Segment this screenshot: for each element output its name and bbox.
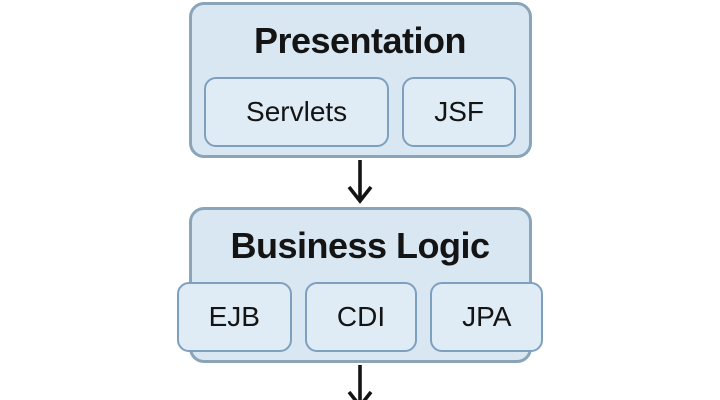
component-chip-jsf: JSF [402,77,516,147]
component-chip-servlets: Servlets [204,77,390,147]
component-row-business-logic: EJB CDI JPA [176,282,544,352]
layer-title-business-logic: Business Logic [230,225,490,266]
component-chip-jpa: JPA [430,282,544,352]
arrow-down-icon [347,160,373,204]
layer-presentation: Presentation Servlets JSF [188,2,532,158]
layer-title-presentation: Presentation [253,20,467,61]
layer-business-logic: Business Logic EJB CDI JPA [176,207,544,363]
component-chip-cdi: CDI [304,282,418,352]
component-chip-ejb: EJB [176,282,292,352]
component-row-presentation: Servlets JSF [204,77,516,147]
arrow-down-icon-clipped [347,365,373,400]
